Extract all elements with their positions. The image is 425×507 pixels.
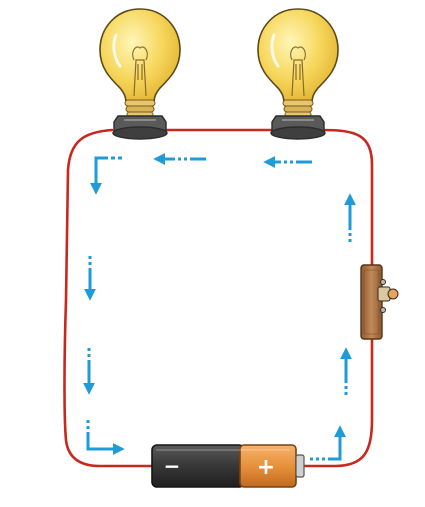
arrow-corner-top-left bbox=[90, 156, 122, 195]
bulb-glass bbox=[257, 8, 339, 105]
battery-positive-label: + bbox=[257, 455, 275, 480]
bulb-screw bbox=[124, 99, 156, 118]
bulb-socket bbox=[270, 115, 326, 140]
switch-lever bbox=[377, 279, 399, 313]
wire bbox=[63, 128, 374, 468]
current-arrows bbox=[83, 153, 356, 461]
arrow-corner-bottom-right bbox=[310, 425, 346, 461]
wire-top-right bbox=[320, 128, 374, 272]
wire-right-lower bbox=[302, 333, 374, 468]
bulb-right bbox=[257, 8, 339, 140]
battery: − + bbox=[151, 444, 305, 488]
battery-terminal bbox=[295, 454, 305, 478]
bulb-glass bbox=[99, 8, 181, 105]
arrow-corner-bottom-left bbox=[86, 420, 125, 455]
bulb-socket bbox=[112, 115, 168, 140]
wire-left bbox=[63, 128, 154, 468]
filament bbox=[290, 46, 306, 97]
battery-negative-label: − bbox=[164, 454, 181, 478]
bulb-screw bbox=[282, 99, 314, 118]
switch bbox=[360, 264, 399, 340]
switch-board bbox=[360, 264, 383, 340]
bulb-left bbox=[99, 8, 181, 140]
filament bbox=[132, 46, 148, 97]
